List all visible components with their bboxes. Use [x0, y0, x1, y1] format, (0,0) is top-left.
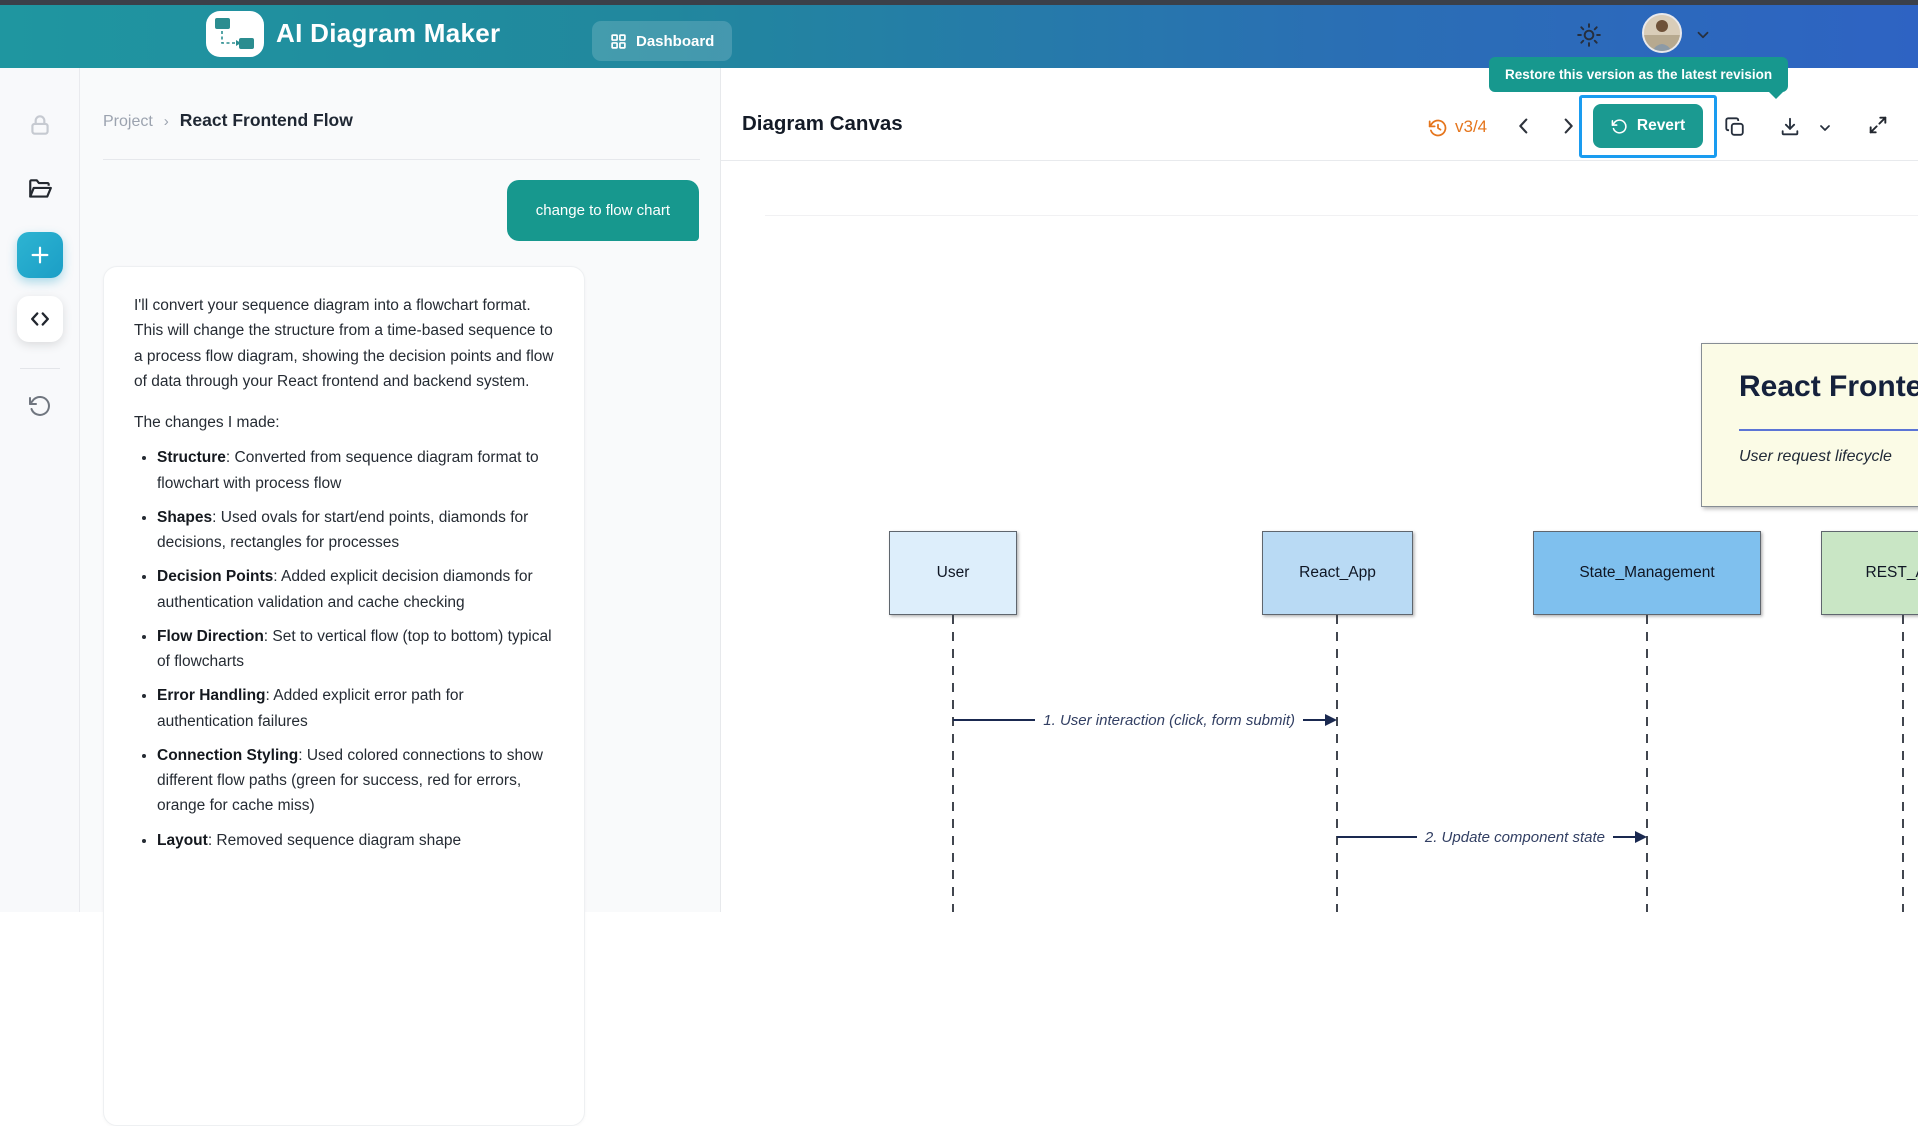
diagram-subtitle: User request lifecycle: [1739, 448, 1892, 465]
window-top-bar: [0, 0, 1918, 5]
user-avatar[interactable]: [1642, 13, 1682, 53]
diagram-canvas-panel: Diagram Canvas v3/4 Revert: [720, 68, 1918, 912]
revert-tooltip: Restore this version as the latest revis…: [1489, 57, 1789, 92]
rail-divider: [20, 368, 60, 369]
lock-icon[interactable]: [27, 112, 53, 138]
version-label: v3/4: [1455, 117, 1488, 136]
add-diagram-button[interactable]: [17, 232, 63, 278]
list-item: Flow Direction: Set to vertical flow (to…: [157, 624, 554, 675]
download-options-caret[interactable]: [1817, 120, 1833, 136]
list-item: Decision Points: Added explicit decision…: [157, 564, 554, 615]
app-logo-icon[interactable]: [206, 11, 264, 57]
actor-box-user: User: [889, 531, 1017, 615]
open-folder-icon[interactable]: [27, 176, 53, 202]
chat-panel: Project › React Frontend Flow change to …: [80, 68, 720, 1126]
list-item: Structure: Converted from sequence diagr…: [157, 445, 554, 496]
diagram-title-underline: [1739, 429, 1918, 431]
actor-box-state-management: State_Management: [1533, 531, 1761, 615]
list-item: Error Handling: Added explicit error pat…: [157, 683, 554, 734]
arrowhead-icon: [1635, 831, 1647, 843]
icon-rail: [0, 68, 80, 912]
copy-button[interactable]: [1724, 116, 1746, 138]
actor-box-react-app: React_App: [1262, 531, 1413, 615]
theme-sun-icon[interactable]: [1576, 22, 1602, 48]
code-view-button[interactable]: [17, 296, 63, 342]
diagram-title-box: React Frontend Flow User request lifecyc…: [1701, 343, 1918, 507]
next-version-button[interactable]: [1557, 115, 1579, 137]
breadcrumb-current-title: React Frontend Flow: [179, 110, 353, 130]
assistant-message-card: I'll convert your sequence diagram into …: [103, 266, 585, 1126]
dashboard-grid-icon: [610, 33, 627, 50]
lifeline: [1646, 615, 1648, 912]
canvas-title: Diagram Canvas: [742, 112, 903, 135]
arrowhead-icon: [1325, 714, 1337, 726]
fullscreen-button[interactable]: [1867, 114, 1889, 136]
breadcrumb-separator: ›: [163, 113, 169, 130]
changes-list: Structure: Converted from sequence diagr…: [134, 445, 554, 853]
assistant-intro: I'll convert your sequence diagram into …: [134, 297, 554, 390]
tooltip-arrow: [1768, 91, 1784, 99]
app-header: AI Diagram Maker Dashboard: [0, 0, 1918, 68]
previous-version-button[interactable]: [1513, 115, 1535, 137]
changes-heading: The changes I made:: [134, 414, 280, 431]
list-item: Layout: Removed sequence diagram shape: [157, 828, 554, 853]
canvas-header-divider: [721, 160, 1918, 161]
list-item: Connection Styling: Used colored connect…: [157, 743, 554, 819]
message-label: 1. User interaction (click, form submit): [1043, 711, 1295, 729]
lifeline: [1336, 615, 1338, 912]
sequence-message-2: 2. Update component state: [1337, 822, 1647, 852]
breadcrumb: Project › React Frontend Flow: [103, 110, 353, 131]
user-menu-caret-icon[interactable]: [1694, 26, 1712, 44]
history-icon[interactable]: [28, 394, 52, 418]
lifeline: [1902, 615, 1904, 912]
list-item: Shapes: Used ovals for start/end points,…: [157, 505, 554, 556]
breadcrumb-project[interactable]: Project: [103, 113, 153, 130]
revert-button[interactable]: Revert: [1593, 104, 1703, 148]
message-label: 2. Update component state: [1424, 828, 1605, 846]
diagram-title: React Frontend Flow: [1739, 370, 1918, 403]
lifeline: [952, 615, 954, 912]
dashboard-button[interactable]: Dashboard: [592, 21, 733, 61]
download-button[interactable]: [1779, 116, 1801, 138]
user-message-bubble: change to flow chart: [506, 180, 699, 241]
actor-box-rest-api: REST_API: [1821, 531, 1918, 615]
chat-header-divider: [103, 159, 700, 160]
revert-highlight-box: [1579, 95, 1717, 158]
sequence-message-1: 1. User interaction (click, form submit): [953, 705, 1337, 735]
app-title: AI Diagram Maker: [276, 18, 501, 48]
revert-icon: [1611, 118, 1628, 135]
version-history-icon: [1428, 118, 1448, 138]
